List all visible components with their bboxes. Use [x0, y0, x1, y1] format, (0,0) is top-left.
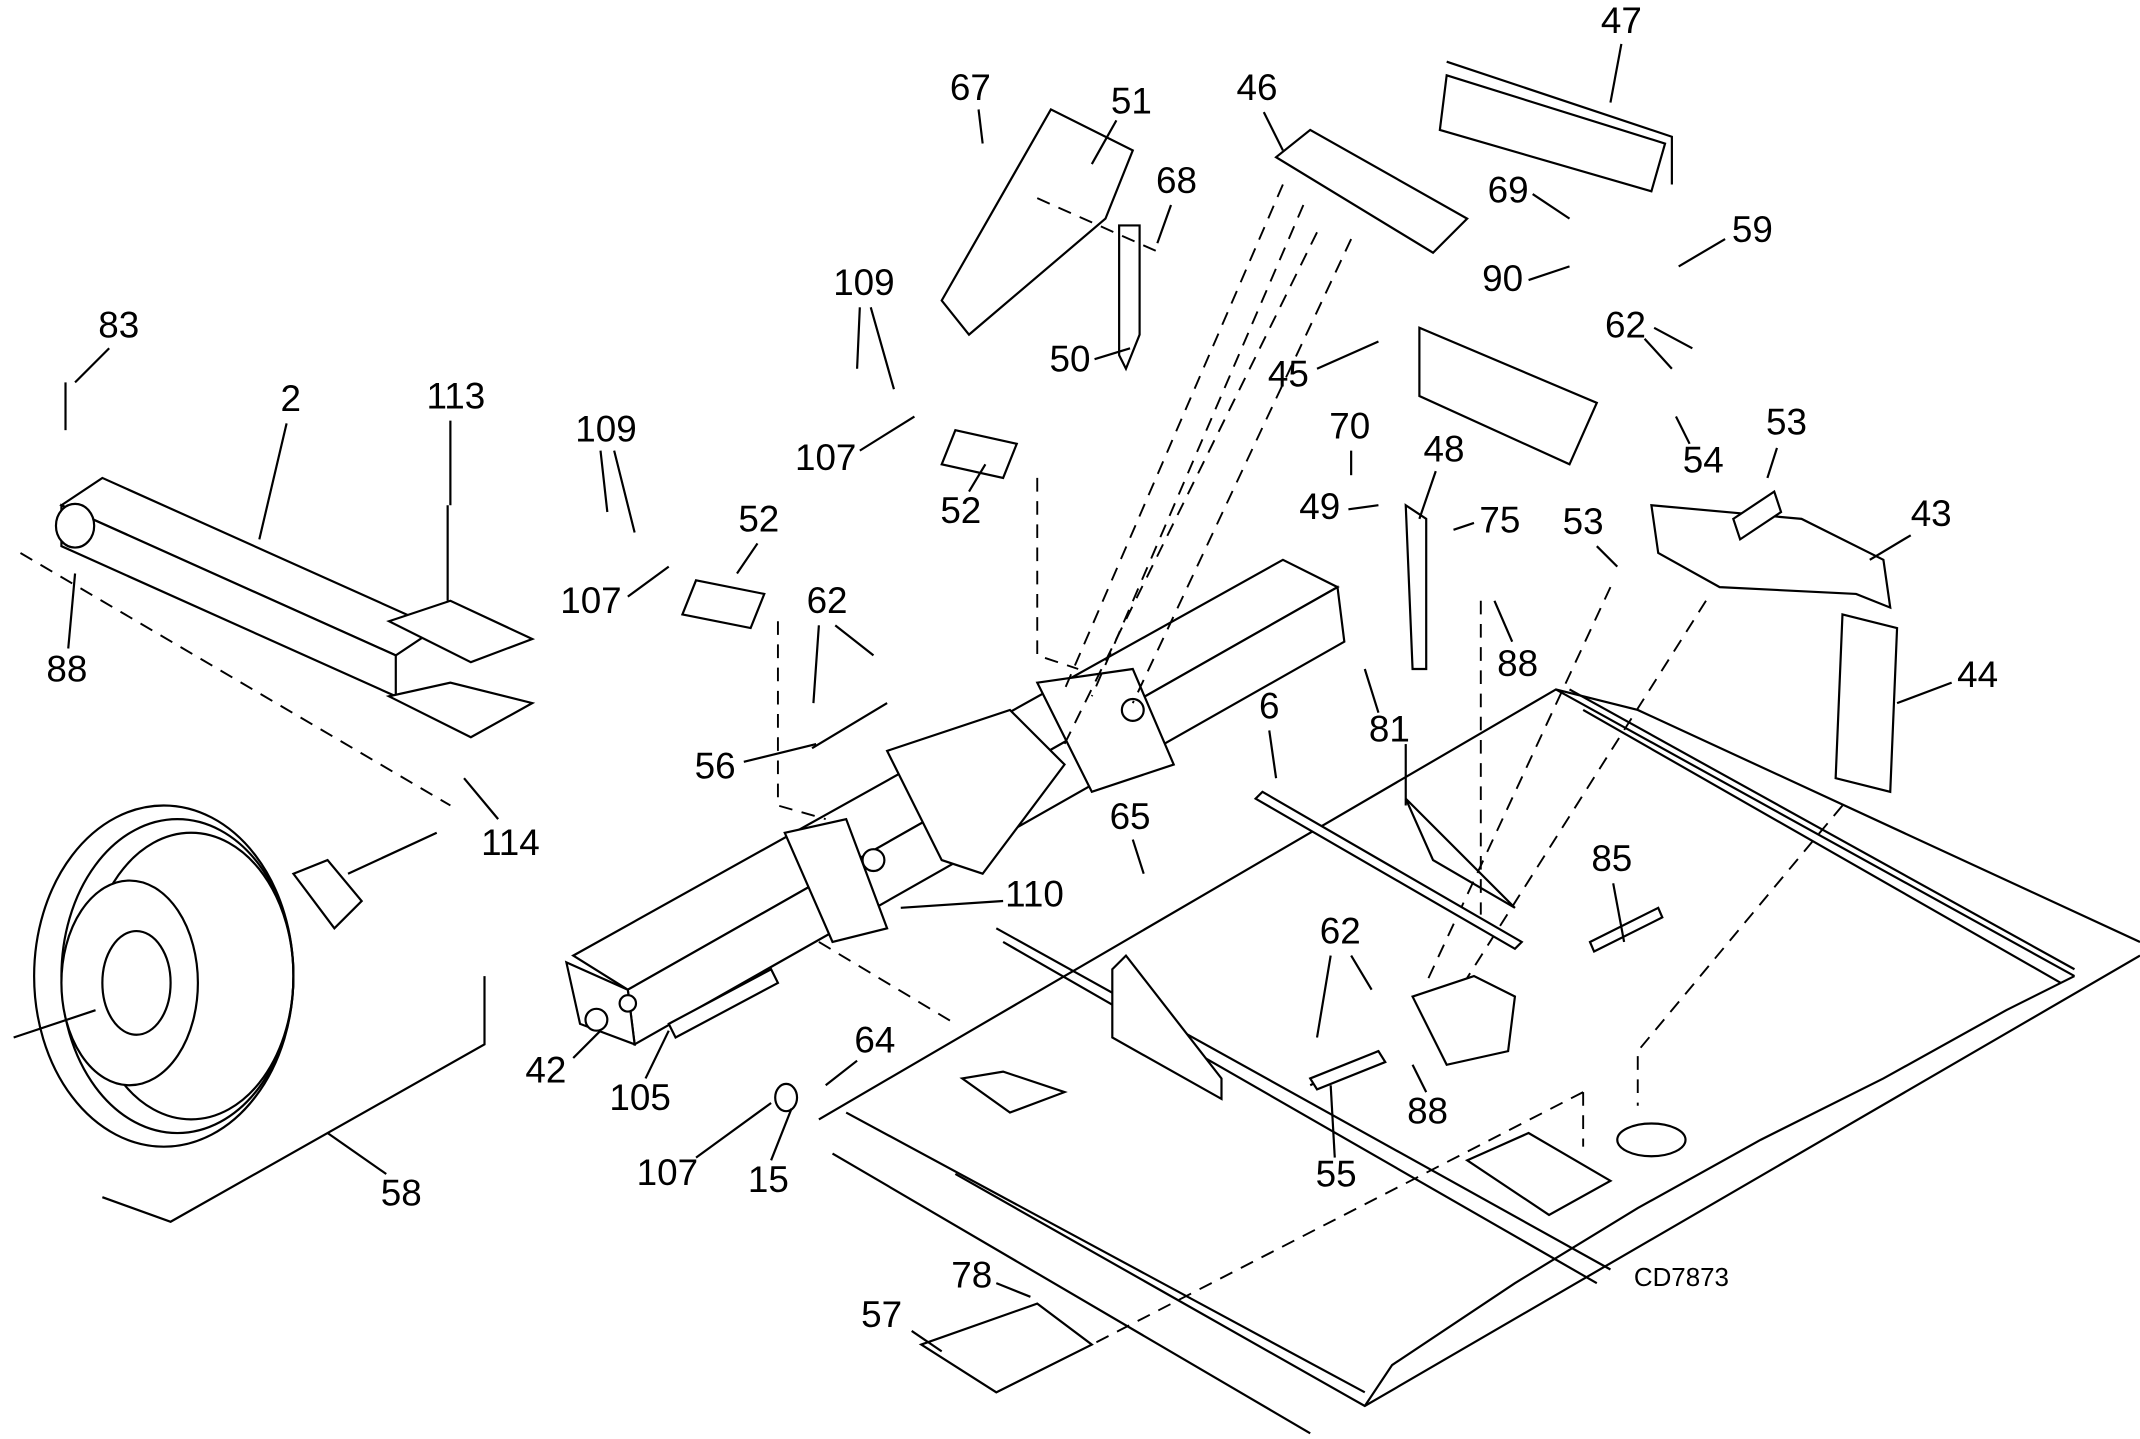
- callout-51: 51: [1111, 81, 1152, 122]
- callout-54: 54: [1683, 440, 1724, 481]
- callout-110: 110: [1005, 874, 1064, 915]
- callout-15: 15: [748, 1159, 789, 1200]
- assembly-guide-lines: [776, 184, 1844, 1346]
- callout-62: 62: [1320, 911, 1361, 952]
- callout-45: 45: [1268, 354, 1309, 395]
- tongue-part: [19, 382, 536, 807]
- callout-53: 53: [1766, 401, 1807, 442]
- main-frame-tube: [564, 558, 1346, 1047]
- small-parts: [667, 489, 1783, 1394]
- mower-deck-frame: [818, 688, 2140, 1435]
- callout-75: 75: [1479, 500, 1520, 541]
- callout-107: 107: [560, 580, 621, 621]
- callout-88: 88: [1407, 1091, 1448, 1132]
- callout-107: 107: [637, 1152, 698, 1193]
- upper-parts: [680, 60, 1899, 1087]
- callout-64: 64: [854, 1020, 895, 1061]
- callout-50: 50: [1050, 339, 1091, 380]
- callout-53: 53: [1563, 501, 1604, 542]
- drawing-code: CD7873: [1634, 1264, 1729, 1292]
- callout-69: 69: [1488, 169, 1529, 210]
- callout-47: 47: [1601, 0, 1642, 41]
- callout-83: 83: [98, 305, 139, 346]
- callout-67: 67: [950, 67, 991, 108]
- callout-44: 44: [1957, 654, 1998, 695]
- callout-109: 109: [833, 262, 894, 303]
- callout-78: 78: [951, 1254, 992, 1295]
- callout-48: 48: [1423, 429, 1464, 470]
- callout-62: 62: [1605, 305, 1646, 346]
- callout-57: 57: [861, 1294, 902, 1335]
- callout-6: 6: [1259, 685, 1279, 726]
- callout-58: 58: [381, 1173, 422, 1214]
- callout-81: 81: [1369, 709, 1410, 750]
- callout-56: 56: [695, 745, 736, 786]
- callout-65: 65: [1110, 796, 1151, 837]
- callout-68: 68: [1156, 160, 1197, 201]
- callout-59: 59: [1732, 209, 1773, 250]
- callout-2: 2: [280, 378, 300, 419]
- callout-62: 62: [807, 580, 848, 621]
- callout-113: 113: [426, 376, 485, 417]
- callout-55: 55: [1316, 1153, 1357, 1194]
- callout-labels: 47 67 51 46 68 69 59 109 90 83 2 113 62 …: [46, 0, 1998, 1335]
- callout-70: 70: [1329, 406, 1370, 447]
- callout-leaders: [67, 43, 1953, 1353]
- callout-42: 42: [525, 1050, 566, 1091]
- callout-107: 107: [795, 437, 856, 478]
- callout-46: 46: [1236, 67, 1277, 108]
- callout-85: 85: [1591, 838, 1632, 879]
- callout-49: 49: [1299, 486, 1340, 527]
- wheel-assembly: [13, 804, 486, 1223]
- callout-109: 109: [575, 408, 636, 449]
- callout-114: 114: [481, 822, 540, 863]
- callout-90: 90: [1482, 258, 1523, 299]
- callout-88: 88: [46, 648, 87, 689]
- callout-88: 88: [1497, 643, 1538, 684]
- callout-52: 52: [940, 490, 981, 531]
- callout-105: 105: [609, 1077, 670, 1118]
- callout-43: 43: [1911, 493, 1952, 534]
- callout-52: 52: [738, 498, 779, 539]
